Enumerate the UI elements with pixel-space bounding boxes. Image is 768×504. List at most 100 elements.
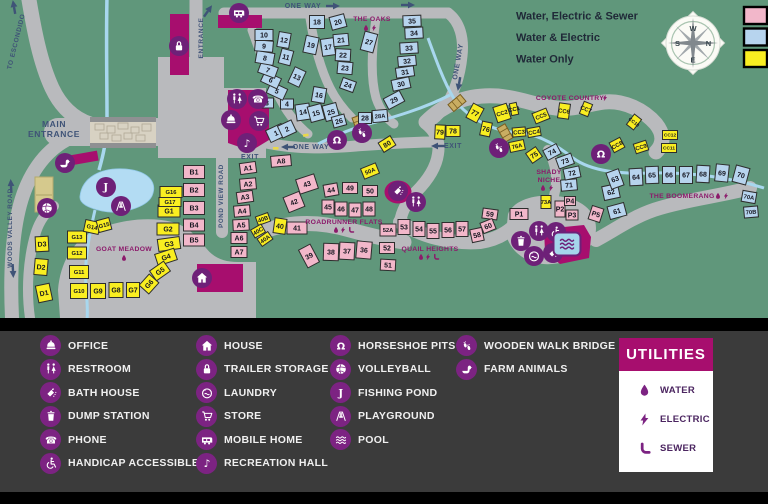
svg-text:A7: A7	[235, 250, 244, 257]
fishing-pond-water	[79, 168, 154, 213]
site-A2: A2	[239, 177, 257, 191]
svg-text:CC3: CC3	[513, 130, 526, 137]
legend-item-handicap-accessible: HANDICAP ACCESSIBLE	[40, 452, 199, 476]
svg-text:39: 39	[304, 252, 314, 262]
legend-item-label: DUMP STATION	[68, 410, 150, 423]
legend-item-farm-animals: FARM ANIMALS	[456, 358, 615, 382]
site-40A: 40A	[256, 230, 274, 248]
site-30: 30	[390, 76, 412, 92]
svg-text:55: 55	[429, 229, 437, 236]
compass-star-major	[668, 18, 718, 68]
svg-text:71: 71	[565, 182, 573, 190]
wooden-walk-bridge-icon	[489, 138, 509, 158]
compass-letter: E	[690, 56, 695, 65]
svg-text:28A: 28A	[375, 114, 387, 121]
site-8: 8	[254, 49, 276, 67]
road-label: MAIN	[42, 119, 66, 129]
svg-text:CC6: CC6	[558, 108, 571, 116]
site-79: 79	[434, 124, 446, 140]
site-G17: G17	[158, 197, 182, 207]
campground-map: 1234567891011121314151617181920212223242…	[0, 0, 768, 325]
svg-text:2: 2	[284, 126, 291, 134]
svg-text:7: 7	[265, 67, 271, 75]
legend-item-label: STORE	[224, 410, 262, 423]
site-66: 66	[662, 166, 676, 184]
svg-text:A3: A3	[240, 194, 250, 202]
svg-text:16: 16	[314, 92, 323, 100]
site-31: 31	[394, 65, 416, 79]
restroom-icon	[227, 89, 247, 109]
legend-item-store: STORE	[196, 405, 329, 429]
legend-item-label: PHONE	[68, 433, 107, 446]
site-G13: G13	[67, 230, 87, 244]
svg-text:G16: G16	[166, 190, 178, 196]
site-G5: G5	[148, 260, 172, 282]
legend-item-label: VOLLEYBALL	[358, 363, 431, 376]
site-CC1: CC1	[508, 101, 521, 117]
svg-text:3: 3	[265, 101, 269, 108]
svg-text:G15: G15	[98, 222, 111, 231]
svg-text:P5: P5	[591, 210, 601, 219]
utility-item-electric: ELECTRIC	[637, 410, 713, 428]
site-A4: A4	[233, 204, 251, 218]
svg-text:40C: 40C	[252, 226, 265, 237]
site-67: 67	[679, 166, 693, 184]
site-B3: B3	[183, 201, 205, 215]
wooden-walk-bridge-icon	[352, 123, 372, 143]
site-50A: 50A	[359, 162, 381, 180]
site-9: 9	[254, 39, 274, 53]
svg-text:29: 29	[389, 96, 399, 106]
road-label: ONE WAY	[285, 3, 322, 10]
site-76: 76	[479, 120, 493, 138]
site-CC8: CC8	[608, 136, 626, 154]
site-CC5: CC5	[531, 107, 551, 125]
svg-text:42: 42	[289, 198, 299, 207]
svg-text:77: 77	[469, 109, 479, 119]
svg-text:45: 45	[324, 205, 332, 212]
direction-arrow-icon	[431, 142, 445, 150]
site-CC4: CC4	[526, 125, 542, 139]
legend-item-office: OFFICE	[40, 334, 199, 358]
svg-text:13: 13	[292, 73, 302, 83]
svg-text:32: 32	[403, 58, 411, 66]
svg-text:25: 25	[327, 109, 336, 118]
svg-text:54: 54	[415, 227, 423, 234]
svg-text:46: 46	[337, 207, 345, 214]
trailer-storage-icon	[196, 358, 217, 380]
site-G7: G7	[126, 282, 140, 298]
svg-text:G6: G6	[144, 279, 156, 291]
svg-text:67: 67	[682, 173, 690, 180]
svg-text:64: 64	[632, 174, 640, 181]
road-label: POND VIEW ROAD	[218, 164, 225, 228]
site-35: 35	[402, 14, 422, 28]
site-73A: 73A	[540, 195, 552, 209]
site-41: 41	[286, 221, 308, 235]
svg-text:D2: D2	[36, 264, 46, 272]
site-61: 61	[606, 201, 628, 221]
svg-text:74: 74	[547, 148, 557, 158]
farm-animals-icon	[55, 153, 75, 173]
svg-text:36: 36	[360, 247, 368, 255]
playground-icon	[111, 196, 131, 216]
site-G16: G16	[159, 186, 183, 198]
site-B4: B4	[183, 218, 205, 232]
site-P5: P5	[587, 204, 605, 224]
svg-text:A8: A8	[276, 158, 286, 166]
svg-text:80: 80	[382, 140, 392, 150]
site-52: 52	[379, 242, 395, 254]
svg-text:60: 60	[483, 222, 493, 231]
site-CC2: CC2	[492, 102, 512, 124]
svg-text:A4: A4	[237, 208, 247, 216]
direction-arrow-icon	[9, 263, 17, 278]
svg-text:CC1: CC1	[508, 106, 521, 114]
svg-text:ROADRUNNER FLATS: ROADRUNNER FLATS	[305, 219, 382, 226]
site-68: 68	[695, 164, 711, 184]
site-51: 51	[379, 258, 397, 272]
area-label: THE OAKS	[353, 16, 390, 23]
legend-item-label: MOBILE HOME	[224, 433, 303, 446]
